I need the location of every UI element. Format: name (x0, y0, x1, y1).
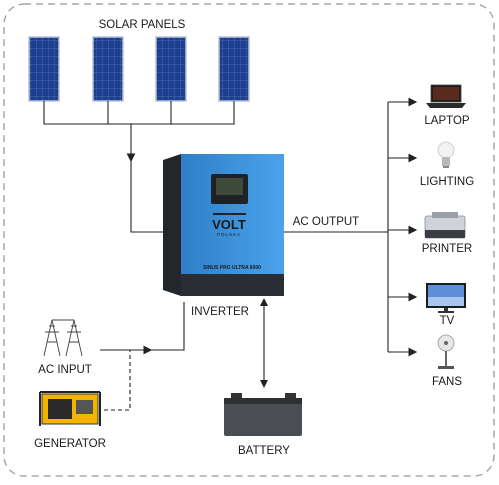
printer-label: PRINTER (422, 243, 472, 255)
solar-panels-label: SOLAR PANELS (99, 19, 186, 31)
inverter-brand-sub: POLSKA (217, 232, 241, 237)
light-bulb-icon (437, 141, 455, 168)
solar-panel-icon (28, 36, 60, 102)
solar-panel-icon (155, 36, 187, 102)
tv-icon (426, 283, 466, 313)
inverter-label: INVERTER (191, 306, 249, 318)
inverter-brand: VOLT (212, 217, 246, 232)
tv-label: TV (440, 315, 455, 327)
ac-input-label: AC INPUT (38, 364, 92, 376)
generator-icon (39, 391, 101, 426)
printer-icon (424, 212, 466, 239)
panel-wiring (43, 101, 235, 233)
outer-frame (3, 3, 495, 477)
lighting-label: LIGHTING (420, 176, 474, 188)
ac-input-wiring (100, 302, 185, 355)
fans-label: FANS (432, 376, 462, 388)
power-tower-icon (43, 319, 83, 357)
solar-panel-icon (218, 36, 250, 102)
laptop-label: LAPTOP (424, 115, 469, 127)
generator-wiring (104, 350, 131, 411)
ac-output-label: AC OUTPUT (293, 216, 359, 228)
inverter-icon (163, 154, 284, 296)
fan-icon (437, 334, 455, 369)
solar-panel-icon (92, 36, 124, 102)
generator-label: GENERATOR (34, 438, 106, 450)
ac-output-wiring (284, 97, 418, 357)
battery-wiring (260, 298, 268, 388)
battery-label: BATTERY (238, 445, 290, 457)
battery-icon (224, 393, 302, 436)
inverter-model: SINUS PRO ULTRA 6000 (203, 265, 261, 271)
laptop-icon (426, 84, 466, 108)
